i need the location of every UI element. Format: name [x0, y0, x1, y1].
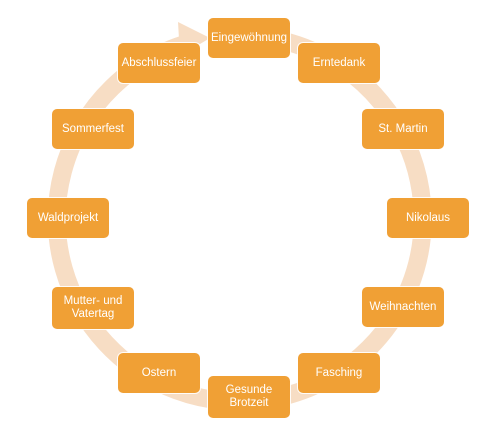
cycle-node-mutter-und-vatertag: Mutter- und Vatertag	[52, 287, 134, 329]
cycle-node-fasching: Fasching	[298, 353, 380, 393]
cycle-node-nikolaus: Nikolaus	[387, 198, 469, 238]
cycle-node-ostern: Ostern	[118, 353, 200, 393]
cycle-node-erntedank: Erntedank	[298, 43, 380, 83]
cycle-node-waldprojekt: Waldprojekt	[27, 198, 109, 238]
cycle-node-sommerfest: Sommerfest	[52, 109, 134, 149]
cycle-ring-arc	[47, 26, 432, 411]
cycle-node-eingewoehnung: Eingewöhnung	[208, 18, 290, 58]
cycle-node-abschlussfeier: Abschlussfeier	[118, 43, 200, 83]
cycle-node-st-martin: St. Martin	[362, 109, 444, 149]
cycle-node-gesunde-brotzeit: Gesunde Brotzeit	[208, 376, 290, 418]
cycle-node-weihnachten: Weihnachten	[362, 287, 444, 327]
